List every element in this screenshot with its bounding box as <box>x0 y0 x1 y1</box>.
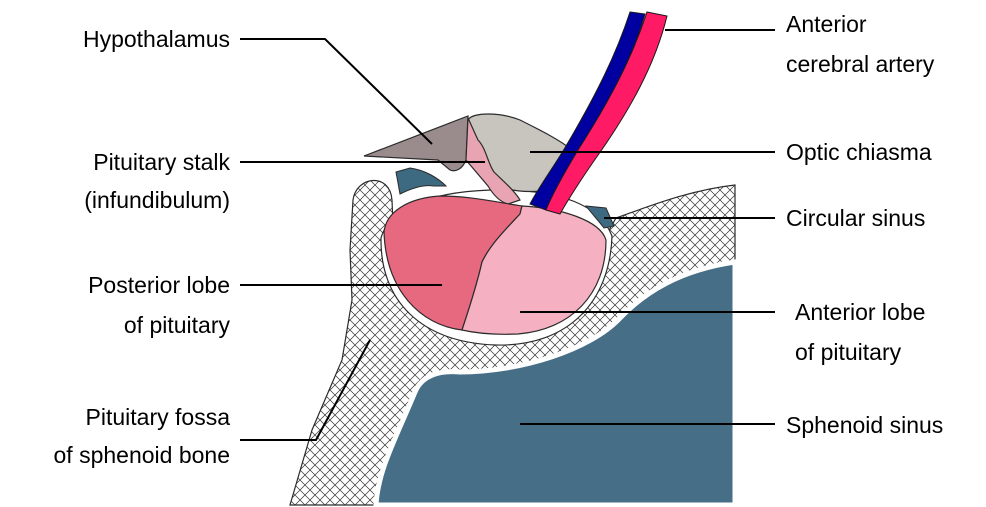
label-anterior-line2: of pituitary <box>795 339 902 365</box>
label-artery-line1: Anterior <box>786 11 867 37</box>
label-artery-line2: cerebral artery <box>786 51 935 77</box>
artery-blue <box>530 12 645 210</box>
artery-red <box>546 12 667 214</box>
leader-hypothalamus <box>240 39 432 144</box>
label-sphenoid: Sphenoid sinus <box>786 412 943 438</box>
label-fossa-line2: of sphenoid bone <box>54 442 231 468</box>
label-posterior-line2: of pituitary <box>124 312 231 338</box>
label-circular: Circular sinus <box>786 205 925 231</box>
label-fossa-line1: Pituitary fossa <box>86 404 231 430</box>
label-stalk-line1: Pituitary stalk <box>93 149 230 175</box>
circular-sinus-left <box>396 168 446 194</box>
label-stalk-line2: (infundibulum) <box>84 187 230 213</box>
label-anterior-line1: Anterior lobe <box>795 299 925 325</box>
label-hypothalamus: Hypothalamus <box>83 26 230 52</box>
label-chiasma: Optic chiasma <box>786 139 932 165</box>
label-posterior-line1: Posterior lobe <box>88 272 230 298</box>
